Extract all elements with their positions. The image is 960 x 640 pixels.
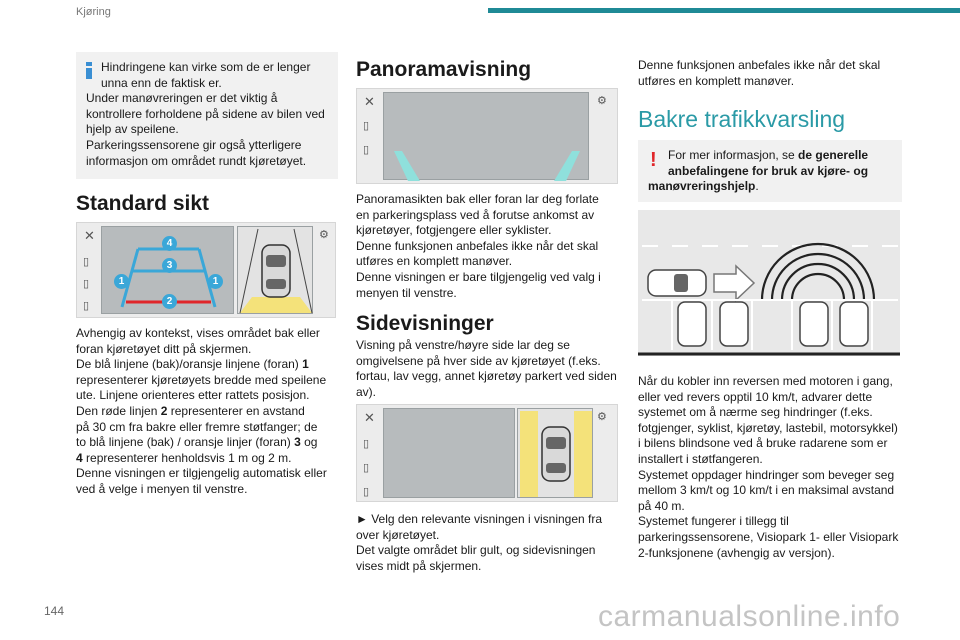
close-icon: ✕ [364, 410, 375, 425]
warning-note: ! For mer informasjon, se de generelle a… [638, 140, 902, 202]
page-number: 144 [44, 604, 65, 618]
marker-2: 2 [162, 294, 177, 309]
figure-side-menu: ✕ ▯ ▯ ▯ [357, 405, 381, 501]
panorama-text: kjøretøyer, fotgjengere eller syklister. [356, 223, 552, 238]
rear-traffic-text: systemet om å nærme seg hindringer (f.ek… [638, 405, 873, 420]
standard-text: ute. Linjene orienteres etter rattets po… [76, 388, 310, 403]
info-note: Hindringene kan virke som de er lenger u… [76, 52, 338, 179]
watermark: carmanualsonline.info [598, 600, 901, 633]
info-line: Parkeringssensorene gir også ytterligere [86, 137, 302, 152]
panorama-view-figure: ✕ ▯ ▯ ⚙ [356, 88, 618, 184]
settings-icon: ⚙ [597, 95, 607, 107]
panorama-text: menyen til venstre. [356, 285, 457, 300]
side-text: over kjøretøyet. [356, 527, 440, 542]
standard-text: Avhengig av kontekst, vises området bak … [76, 326, 320, 340]
marker-4: 4 [162, 236, 177, 251]
section-title-standard: Standard sikt [76, 192, 210, 215]
close-icon: ✕ [364, 94, 375, 109]
figure-side-menu: ✕ ▯ ▯ ▯ [77, 223, 101, 317]
panorama-text: Panoramasikten bak eller foran lar deg f… [356, 192, 599, 206]
rear-traffic-text: installert i støtfangeren. [638, 451, 763, 466]
header-accent-bar [488, 8, 960, 13]
side-text: ► Velg den relevante visningen i visning… [356, 512, 603, 526]
view-side-icon: ▯ [363, 144, 370, 156]
view-rear-icon: ▯ [83, 256, 90, 268]
marker-1-left: 1 [114, 274, 129, 289]
panorama-text: en parkeringsplass ved å forutse ankomst… [356, 207, 595, 222]
standard-text: på 30 cm fra bakre eller fremre støtfang… [76, 419, 318, 434]
rear-traffic-text: Systemet oppdager hindringer som beveger… [638, 467, 895, 482]
side-text: omgivelsene på hver side av kjøretøyet (… [356, 353, 601, 368]
running-header: Kjøring [76, 6, 111, 18]
panorama-text: Denne visningen er bare tilgjengelig ved… [356, 269, 601, 284]
section-title-panorama: Panoramavisning [356, 58, 532, 81]
standard-text: Den røde linjen 2 representerer en avsta… [76, 403, 305, 418]
col3-text: Denne funksjonen anbefales ikke når det … [638, 58, 881, 72]
warning-line: anbefalingene for bruk av kjøre- og [668, 163, 869, 178]
rear-traffic-text: eller ved revers opptil 10 km/t, advarer… [638, 389, 873, 404]
rear-traffic-text: på 40 m. [638, 498, 685, 513]
camera-view [383, 408, 515, 498]
side-text: Visning på venstre/høyre side lar deg se [356, 338, 570, 352]
warning-line: manøvreringshjelp. [648, 179, 759, 194]
rear-traffic-text: Når du kobler inn reversen med motoren i… [638, 374, 893, 388]
view-top-icon: ▯ [363, 486, 370, 498]
info-line: Hindringene kan virke som de er lenger [101, 60, 311, 74]
standard-text: foran kjøretøyet ditt på skjermen. [76, 341, 252, 356]
marker-3: 3 [162, 258, 177, 273]
panorama-text: Denne funksjonen anbefales ikke når det … [356, 238, 599, 253]
rear-traffic-text: 2-funksjonene (avhengig av versjon). [638, 545, 835, 560]
standard-text: 4 representerer henholdsvis 1 m og 2 m. [76, 450, 292, 465]
view-rear-icon: ▯ [363, 438, 370, 450]
rear-traffic-figure [638, 210, 900, 356]
figure-side-menu: ✕ ▯ ▯ [357, 89, 381, 183]
standard-text: Denne visningen er tilgjengelig automati… [76, 466, 327, 481]
view-top-icon: ▯ [83, 300, 90, 312]
side-view-figure: ✕ ▯ ▯ ▯ ⚙ [356, 404, 618, 502]
settings-icon: ⚙ [597, 411, 607, 423]
warning-line: For mer informasjon, se de generelle [668, 148, 869, 162]
rear-traffic-text: Systemet fungerer i tillegg til [638, 514, 789, 529]
info-icon [86, 62, 92, 79]
view-rear-icon: ▯ [363, 120, 370, 132]
top-view [237, 226, 313, 314]
section-title-rear-traffic: Bakre trafikkvarsling [638, 106, 846, 132]
warning-icon: ! [650, 149, 657, 171]
camera-view: 4 3 1 1 2 [101, 226, 234, 314]
standard-text: to blå linjene (bak) / oransje linjer (f… [76, 435, 318, 450]
info-line: kontrollere forholdene på sidene av bile… [86, 106, 325, 121]
close-icon: ✕ [84, 228, 95, 243]
side-text: av). [356, 384, 377, 399]
info-line: unna enn de faktisk er. [101, 75, 222, 90]
section-title-side: Sidevisninger [356, 312, 494, 335]
standard-text: De blå linjene (bak)/oransje linjene (fo… [76, 357, 309, 372]
rear-traffic-text: fotgjenger, syklist, kjøretøy, lastebil,… [638, 420, 898, 435]
camera-view [383, 92, 589, 181]
side-text: vises midt på skjermen. [356, 558, 482, 573]
top-view [517, 408, 593, 498]
side-text: fortau, lav vegg, annet kjøretøy parkert… [356, 369, 617, 384]
col3-text: utføres en komplett manøver. [638, 73, 795, 88]
side-text: Det valgte området blir gult, og sidevis… [356, 543, 596, 558]
rear-traffic-text: i bilens blindsone ved å bruke radarene … [638, 436, 888, 451]
standard-view-figure: ✕ ▯ ▯ ▯ 4 3 1 1 2 ⚙ [76, 222, 336, 318]
panorama-text: utføres en komplett manøver. [356, 254, 513, 269]
settings-icon: ⚙ [319, 229, 329, 241]
rear-traffic-text: parkeringssensorene, Visiopark 1- eller … [638, 529, 899, 544]
marker-1-right: 1 [208, 274, 223, 289]
view-side-icon: ▯ [363, 462, 370, 474]
standard-text: representerer kjøretøyets bredde med spe… [76, 372, 327, 387]
info-line: informasjon om området rundt kjøretøyet. [86, 153, 307, 168]
rear-traffic-text: mellom 3 km/t og 10 km/t i en maksimal a… [638, 483, 895, 498]
view-side-icon: ▯ [83, 278, 90, 290]
info-line: hjelp av speilene. [86, 122, 179, 137]
info-line: Under manøvreringen er det viktig å [86, 91, 278, 106]
standard-text: ved å velge i menyen til venstre. [76, 481, 248, 496]
